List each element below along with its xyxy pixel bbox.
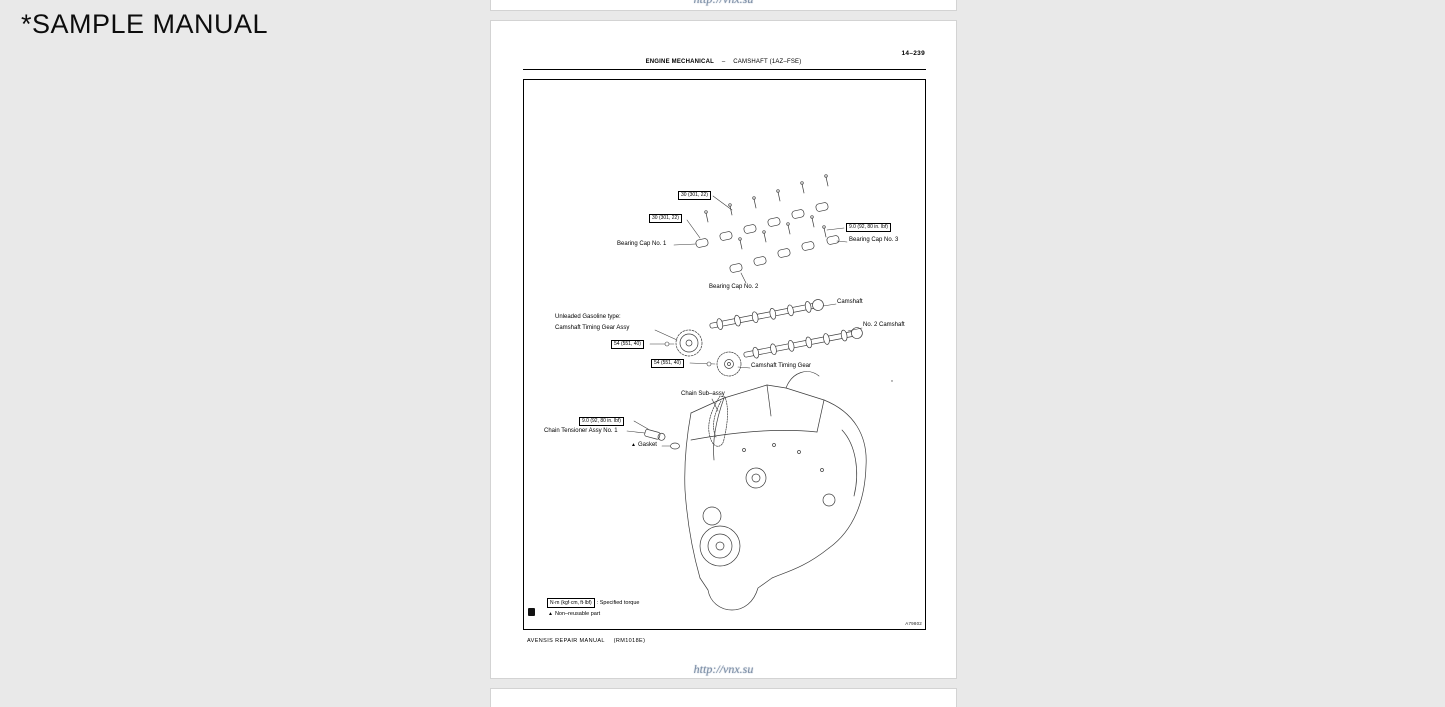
- engine-diagram-drawing: [626, 174, 893, 611]
- legend-torque-box: N·m (kgf·cm, ft·lbf): [547, 598, 595, 608]
- bolts-drawing: [704, 174, 829, 250]
- gasket-drawing: [670, 442, 680, 450]
- footer-code: (RM1018E): [613, 638, 646, 644]
- legend-triangle-icon: ▲: [548, 611, 553, 617]
- torque-label-54-lower: 54 (551, 40): [651, 359, 684, 368]
- label-unleaded-line2: Camshaft Timing Gear Assy: [555, 325, 630, 331]
- page-footer: AVENSIS REPAIR MANUAL (RM1018E): [527, 638, 645, 644]
- stray-dot: [891, 380, 893, 382]
- header-separator: –: [721, 59, 726, 65]
- page-header: ENGINE MECHANICAL – CAMSHAFT (1AZ–FSE): [491, 59, 956, 65]
- url-watermark-bottom: http://vnx.su: [693, 662, 754, 676]
- header-rule: [523, 69, 926, 70]
- timing-gear-assy-drawing: [675, 329, 703, 357]
- legend-nonreusable: ▲Non–reusable part: [548, 611, 600, 617]
- torque-label-30-lower: 30 (301, 22): [649, 214, 682, 223]
- label-gasket: ▲Gasket: [631, 442, 657, 449]
- url-watermark-top: http://vnx.su: [491, 0, 956, 7]
- header-section: ENGINE MECHANICAL: [645, 59, 714, 65]
- torque-label-54-upper: 54 (551, 40): [611, 340, 644, 349]
- no2-camshaft-drawing: [743, 327, 863, 359]
- header-topic: CAMSHAFT (1AZ–FSE): [733, 59, 802, 65]
- legend-nonreusable-text: Non–reusable part: [554, 611, 601, 617]
- engine-block-drawing: [684, 371, 867, 611]
- bearing-caps-drawing: [695, 202, 840, 273]
- label-unleaded-line1: Unleaded Gasoline type:: [555, 314, 621, 320]
- manual-page: 14–239 ENGINE MECHANICAL – CAMSHAFT (1AZ…: [490, 20, 957, 679]
- torque-label-9-tensioner: 9.0 (92, 80 in. lbf): [579, 417, 624, 426]
- sample-manual-watermark: *SAMPLE MANUAL: [21, 9, 269, 39]
- page-number: 14–239: [901, 50, 925, 57]
- camshaft-drawing: [709, 299, 824, 330]
- legend-torque-text: : Specified torque: [596, 600, 640, 606]
- timing-chain-drawing: [708, 395, 728, 447]
- leader-lines: [626, 195, 863, 447]
- label-camshaft-timing-gear: Camshaft Timing Gear: [751, 363, 812, 369]
- figure-box: 30 (301, 22) 30 (301, 22) 9.0 (92, 80 in…: [523, 79, 926, 630]
- label-camshaft: Camshaft: [837, 299, 863, 305]
- chain-tensioner-drawing: [644, 429, 666, 441]
- label-chain-tensioner: Chain Tensioner Assy No. 1: [544, 428, 618, 434]
- next-page-partial: [490, 688, 957, 707]
- footer-title: AVENSIS REPAIR MANUAL: [527, 638, 605, 644]
- non-reusable-triangle-icon: ▲: [631, 442, 636, 448]
- label-chain-sub-assy: Chain Sub–assy: [681, 391, 725, 397]
- label-gasket-text: Gasket: [637, 442, 657, 448]
- print-artifact-mark: [528, 608, 535, 616]
- label-bearing-cap-2: Bearing Cap No. 2: [709, 284, 759, 290]
- timing-gear-drawing: [716, 351, 742, 377]
- torque-label-30-upper: 30 (301, 22): [678, 191, 711, 200]
- label-bearing-cap-1: Bearing Cap No. 1: [617, 241, 667, 247]
- torque-label-9-bearing: 9.0 (92, 80 in. lbf): [846, 223, 891, 232]
- legend-torque: N·m (kgf·cm, ft·lbf): Specified torque: [547, 598, 639, 608]
- label-no2-camshaft: No. 2 Camshaft: [863, 322, 905, 328]
- label-bearing-cap-3: Bearing Cap No. 3: [849, 237, 899, 243]
- figure-code: A79802: [905, 621, 922, 626]
- previous-page-partial: http://vnx.su: [490, 0, 957, 11]
